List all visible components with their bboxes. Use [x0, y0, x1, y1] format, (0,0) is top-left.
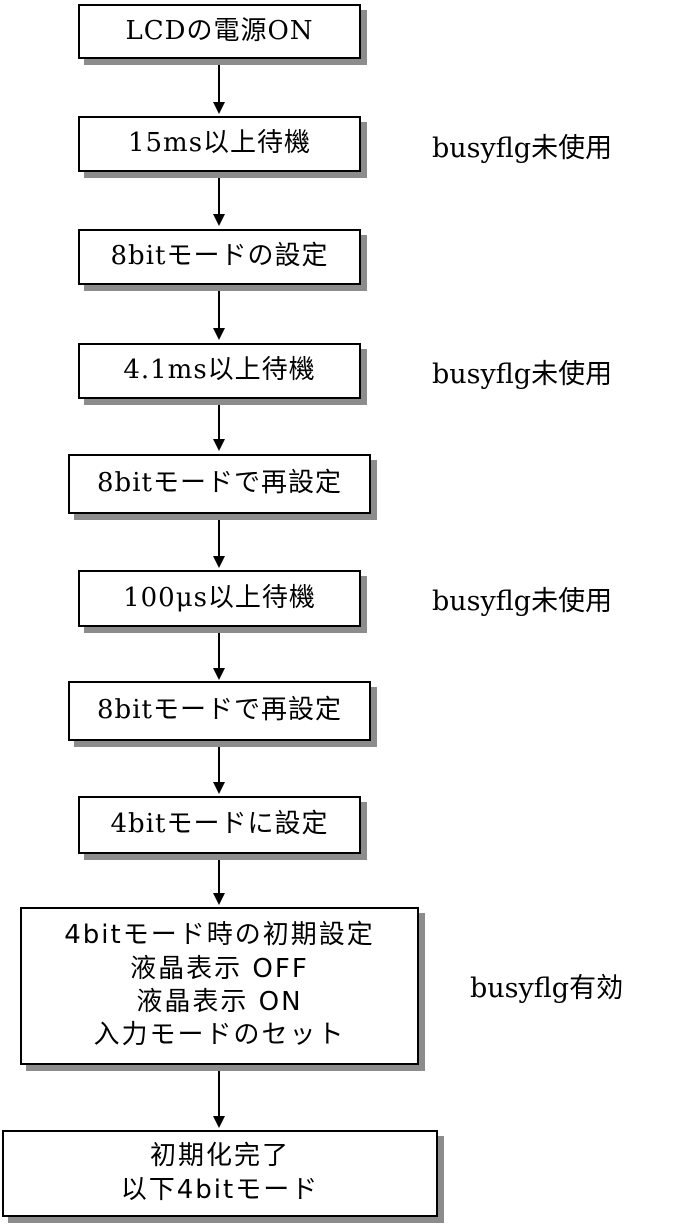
- step-wait-100us: 100μs以上待機: [78, 570, 361, 627]
- step-init-complete: 初期化完了 以下4bitモード: [2, 1130, 438, 1217]
- step-label: 4.1ms以上待機: [123, 355, 316, 386]
- step-label: 8bitモードで再設定: [97, 468, 342, 499]
- step-label: 液晶表示 OFF: [130, 953, 309, 984]
- arrowhead-8: [213, 893, 225, 905]
- step-label: 以下4bitモード: [120, 1174, 320, 1205]
- step-4bit-mode-set: 4bitモードに設定: [78, 796, 361, 854]
- step-lcd-power-on: LCDの電源ON: [78, 4, 361, 59]
- arrowhead-3: [213, 328, 225, 340]
- arrowhead-9: [213, 1116, 225, 1128]
- note-busyflg-unused-2: busyflg未使用: [432, 359, 613, 390]
- step-label: 100μs以上待機: [123, 582, 316, 613]
- step-wait-4-1ms: 4.1ms以上待機: [78, 343, 361, 399]
- step-label: 15ms以上待機: [127, 128, 312, 159]
- arrowhead-2: [213, 214, 225, 226]
- step-label: 8bitモードの設定: [110, 241, 329, 272]
- step-label: 液晶表示 ON: [136, 987, 303, 1017]
- note-busyflg-unused-1: busyflg未使用: [432, 133, 613, 164]
- arrowhead-6: [213, 668, 225, 680]
- step-label: 入力モードのセット: [93, 1020, 346, 1051]
- arrowhead-5: [213, 556, 225, 568]
- step-8bit-mode-reset-2: 8bitモードで再設定: [68, 681, 371, 741]
- step-4bit-initial-settings: 4bitモード時の初期設定 液晶表示 OFF 液晶表示 ON 入力モードのセット: [20, 907, 419, 1065]
- arrowhead-7: [213, 782, 225, 794]
- step-8bit-mode-reset-1: 8bitモードで再設定: [68, 454, 371, 514]
- step-label: 4bitモードに設定: [110, 809, 329, 840]
- step-8bit-mode-set: 8bitモードの設定: [78, 229, 361, 285]
- note-busyflg-unused-3: busyflg未使用: [432, 586, 613, 617]
- step-label: LCDの電源ON: [125, 15, 314, 46]
- arrowhead-1: [213, 102, 225, 114]
- step-wait-15ms: 15ms以上待機: [78, 116, 361, 172]
- step-label: 8bitモードで再設定: [97, 695, 342, 726]
- note-busyflg-enabled: busyflg有効: [470, 973, 624, 1004]
- step-label: 4bitモード時の初期設定: [64, 920, 375, 951]
- step-label: 初期化完了: [149, 1141, 290, 1172]
- arrowhead-4: [213, 439, 225, 451]
